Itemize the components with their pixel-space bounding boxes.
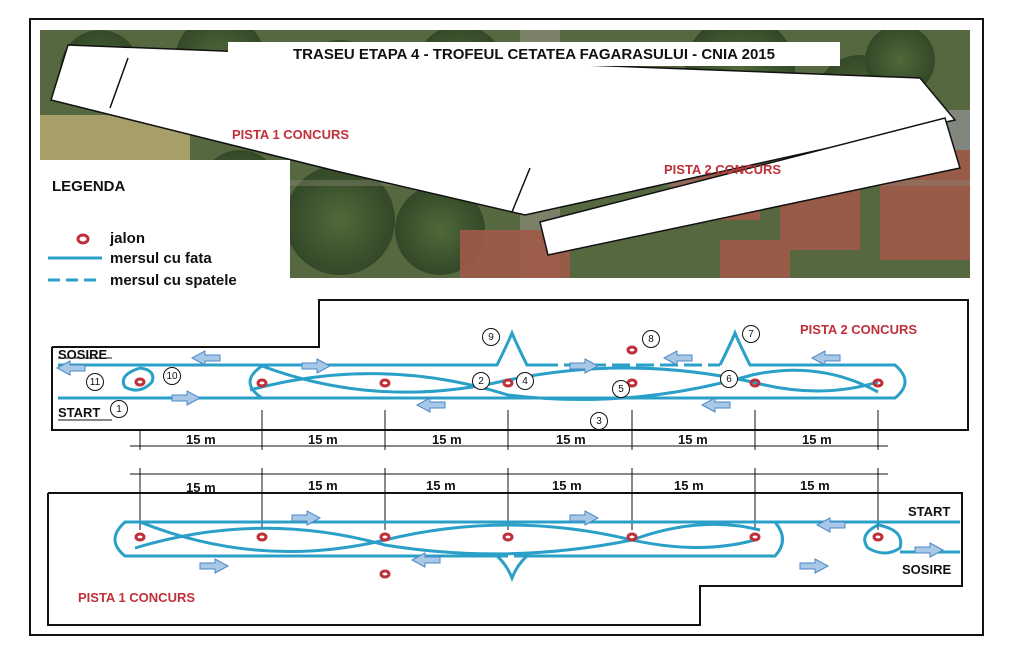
track1-route bbox=[113, 520, 960, 583]
distance-label: 15 m bbox=[552, 478, 582, 493]
waypoint-number: 6 bbox=[720, 370, 738, 388]
jalon-marker-icon bbox=[379, 378, 391, 388]
track1-title: PISTA 1 CONCURS bbox=[78, 590, 196, 605]
arrow-right-icon bbox=[199, 558, 230, 574]
waypoint-number: 1 bbox=[110, 400, 128, 418]
distance-label: 15 m bbox=[556, 432, 586, 447]
arrow-right-icon bbox=[799, 558, 830, 574]
distance-label: 15 m bbox=[800, 478, 830, 493]
arrow-left-icon bbox=[700, 397, 731, 413]
distance-label: 15 m bbox=[674, 478, 704, 493]
label-leaders bbox=[58, 357, 112, 421]
jalon-marker-icon bbox=[134, 377, 146, 387]
arrow-left-icon bbox=[415, 397, 446, 413]
arrow-left-icon bbox=[190, 350, 221, 366]
arrow-left-icon bbox=[810, 350, 841, 366]
aerial-label-track2: PISTA 2 CONCURS bbox=[664, 162, 782, 177]
track2-route bbox=[58, 329, 907, 401]
track1-end-divider bbox=[511, 167, 531, 213]
track2-title: PISTA 2 CONCURS bbox=[800, 322, 918, 337]
dimension-lines bbox=[130, 410, 888, 530]
diagram-title: TRASEU ETAPA 4 - TROFEUL CETATEA FAGARAS… bbox=[228, 42, 840, 66]
track1-divider bbox=[109, 57, 129, 109]
distance-label: 15 m bbox=[186, 432, 216, 447]
waypoint-number: 10 bbox=[163, 367, 181, 385]
distance-label: 15 m bbox=[308, 478, 338, 493]
waypoint-number: 8 bbox=[642, 330, 660, 348]
waypoint-number: 2 bbox=[472, 372, 490, 390]
distance-label: 15 m bbox=[432, 432, 462, 447]
track2-outline bbox=[539, 117, 961, 256]
jalon-marker-icon bbox=[749, 378, 761, 388]
distance-label: 15 m bbox=[186, 480, 216, 495]
jalon-marker-icon bbox=[626, 345, 638, 355]
track2-start: START bbox=[58, 405, 101, 420]
arrow-right-icon bbox=[171, 390, 202, 406]
waypoint-number: 7 bbox=[742, 325, 760, 343]
track1-markers bbox=[134, 532, 884, 579]
track1-outline bbox=[50, 44, 957, 216]
arrow-left-icon bbox=[55, 360, 86, 376]
arrow-right-icon bbox=[569, 358, 600, 374]
jalon-marker-icon bbox=[872, 532, 884, 542]
jalon-marker-icon bbox=[379, 532, 391, 542]
jalon-marker-icon bbox=[502, 532, 514, 542]
legend-item-jalon: jalon bbox=[110, 230, 146, 247]
arrow-right-icon bbox=[914, 542, 945, 558]
distance-label: 15 m bbox=[308, 432, 338, 447]
waypoint-number: 3 bbox=[590, 412, 608, 430]
legend-item-backward: mersul cu spatele bbox=[110, 272, 237, 289]
track1-start: START bbox=[908, 504, 951, 519]
jalon-marker-icon bbox=[256, 378, 268, 388]
track1-boundary bbox=[47, 492, 963, 626]
aerial-label-track1: PISTA 1 CONCURS bbox=[232, 127, 350, 142]
track2-markers bbox=[134, 345, 884, 388]
arrow-left-icon bbox=[662, 350, 693, 366]
waypoint-number: 4 bbox=[516, 372, 534, 390]
track1-sosire: SOSIRE bbox=[902, 562, 952, 577]
arrow-right-icon bbox=[301, 358, 332, 374]
waypoint-number: 9 bbox=[482, 328, 500, 346]
arrow-right-icon bbox=[569, 510, 600, 526]
arrow-right-icon bbox=[291, 510, 322, 526]
track2-arrows bbox=[55, 350, 841, 413]
legend-title: LEGENDA bbox=[52, 178, 126, 195]
track2-boundary bbox=[51, 299, 969, 431]
jalon-marker-icon bbox=[134, 532, 146, 542]
waypoint-number: 5 bbox=[612, 380, 630, 398]
jalon-marker-icon bbox=[749, 532, 761, 542]
waypoint-number: 11 bbox=[86, 373, 104, 391]
jalon-marker-icon bbox=[626, 532, 638, 542]
distance-label: 15 m bbox=[802, 432, 832, 447]
distance-label: 15 m bbox=[426, 478, 456, 493]
track2-sosire: SOSIRE bbox=[58, 347, 108, 362]
distance-label: 15 m bbox=[678, 432, 708, 447]
jalon-marker-icon bbox=[379, 569, 391, 579]
jalon-marker-icon bbox=[256, 532, 268, 542]
legend-item-forward: mersul cu fata bbox=[110, 250, 212, 267]
track1-arrows bbox=[199, 510, 945, 574]
jalon-marker-icon bbox=[872, 378, 884, 388]
arrow-left-icon bbox=[815, 517, 846, 533]
arrow-left-icon bbox=[410, 552, 441, 568]
jalon-marker-icon bbox=[502, 378, 514, 388]
legend bbox=[40, 160, 290, 290]
jalon-marker-icon bbox=[76, 233, 90, 245]
